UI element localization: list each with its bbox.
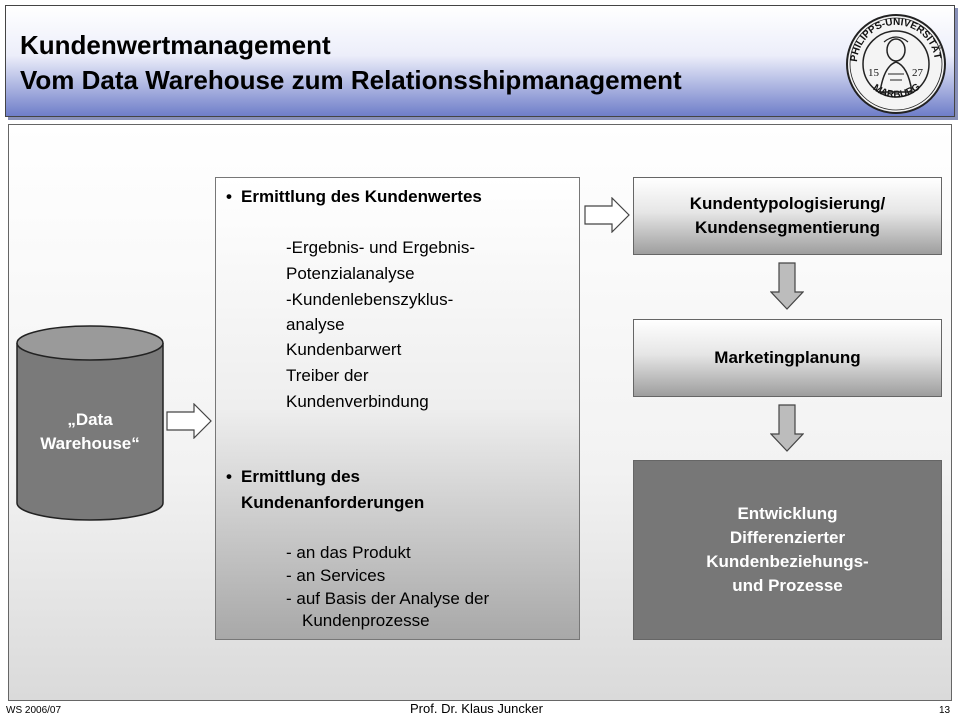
section-title-kundenwert: Ermittlung des Kundenwertes [241, 187, 482, 206]
slide-subtitle: Vom Data Warehouse zum Relationsshipmana… [20, 65, 682, 95]
svg-text:15: 15 [868, 67, 880, 79]
list-item: - an Services [286, 566, 386, 585]
list-item: Kundenprozesse [302, 611, 430, 630]
footer-author: Prof. Dr. Klaus Juncker [410, 701, 543, 716]
list-item: -Kundenlebenszyklus- [286, 290, 454, 309]
marketing-planning-box: Marketingplanung [633, 319, 942, 397]
list-item: Kundenbarwert [286, 340, 402, 359]
list-item: -Ergebnis- und Ergebnis- [286, 238, 475, 257]
list-item: analyse [286, 315, 345, 334]
slide-header: Kundenwertmanagement Vom Data Warehouse … [5, 5, 955, 117]
list-item: Kundenverbindung [286, 392, 429, 411]
arrow-down-icon [770, 262, 804, 310]
analysis-box [215, 177, 580, 640]
bullet: • [226, 467, 232, 486]
bullet: • [226, 187, 232, 206]
arrow-right-icon [166, 403, 212, 439]
list-item: - auf Basis der Analyse der [286, 589, 490, 608]
arrow-down-icon [770, 404, 804, 452]
university-seal-logo: PHILIPPS-UNIVERSITÄT MARBURG 15 27 [846, 14, 946, 114]
list-item: - an das Produkt [286, 543, 411, 562]
slide-title: Kundenwertmanagement [20, 30, 331, 60]
arrow-right-icon [584, 197, 630, 233]
svg-text:27: 27 [912, 67, 924, 79]
database-cylinder-icon [16, 325, 164, 521]
data-warehouse-label: „Data Warehouse“ [40, 410, 140, 453]
development-box: Entwicklung Differenzierter Kundenbezieh… [633, 460, 942, 640]
list-item: Potenzialanalyse [286, 264, 415, 283]
footer-semester: WS 2006/07 [6, 705, 62, 716]
list-item: Treiber der [286, 366, 369, 385]
section-title-anforderungen: Ermittlung des [241, 467, 361, 486]
footer-page-number: 13 [939, 705, 951, 716]
section-title-anforderungen-cont: Kundenanforderungen [241, 493, 425, 512]
segmentation-box: Kundentypologisierung/ Kundensegmentieru… [633, 177, 942, 255]
